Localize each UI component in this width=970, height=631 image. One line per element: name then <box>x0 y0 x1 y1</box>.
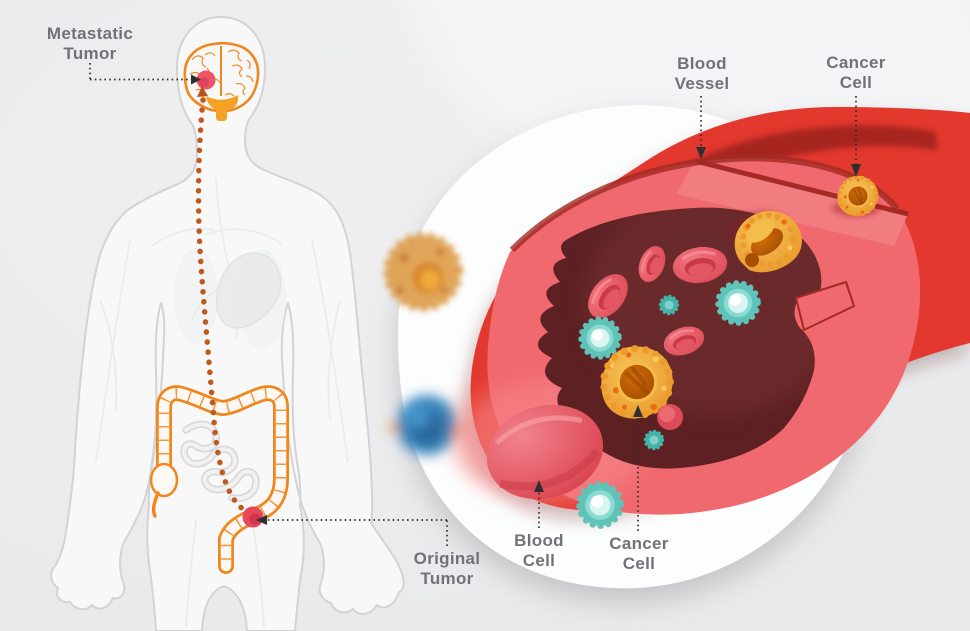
label-line: Cell <box>522 550 556 570</box>
cecum <box>149 462 179 498</box>
brain-outline <box>183 41 260 113</box>
trail-dots <box>195 97 254 518</box>
label-line: Vessel <box>674 73 730 93</box>
blurred-immune-cell <box>388 395 466 455</box>
cells-in-vessel <box>580 210 802 451</box>
label-line: Metastatic <box>46 24 134 43</box>
label-line: Blood <box>514 531 564 550</box>
label-blood-vessel: Blood Vessel <box>675 54 730 93</box>
metastatic-tumor-core <box>199 77 209 87</box>
label-blood-cell: Blood Cell <box>514 531 564 570</box>
label-cancer-cell-bottom: Cancer Cell <box>609 534 668 573</box>
dotted-arrow-left-icon <box>256 515 448 546</box>
platelet-dot <box>643 429 665 451</box>
label-line: Tumor <box>420 568 474 588</box>
dotted-arrow-up-icon <box>534 480 544 528</box>
label-line: Cell <box>839 72 873 92</box>
dotted-arrow-down-icon <box>851 96 861 177</box>
brainstem <box>216 108 227 121</box>
label-original-tumor: Original Tumor <box>414 549 481 588</box>
label-line: Cell <box>622 553 656 573</box>
dotted-arrow-down-icon <box>696 96 706 159</box>
label-connectors <box>89 63 861 546</box>
cancer-cell-extravasating <box>730 210 802 273</box>
cerebellum <box>206 95 239 112</box>
white-blood-cell <box>581 319 619 357</box>
small-intestine-highlight <box>181 422 259 501</box>
brain-illustration <box>183 41 260 121</box>
blurred-cancer-cell <box>383 232 463 312</box>
label-cancer-cell-top: Cancer Cell <box>826 53 885 92</box>
label-line: Original <box>413 549 481 568</box>
platelet-dot <box>658 294 680 316</box>
appendix <box>151 491 160 518</box>
trail-arrow-up <box>197 86 208 97</box>
label-line: Cancer <box>826 53 886 72</box>
label-metastatic-tumor: Metastatic Tumor <box>47 24 133 63</box>
original-tumor-spot <box>242 506 264 528</box>
label-line: Cancer <box>609 534 669 553</box>
faint-heart <box>216 252 282 329</box>
red-blood-cell-small <box>657 404 683 430</box>
wall-step-wedge <box>794 280 856 332</box>
white-blood-cell <box>718 283 758 323</box>
white-blood-cell-outside <box>579 484 621 526</box>
wall-cut-face <box>676 161 908 246</box>
faint-vasculature <box>95 177 349 629</box>
metastasis-dotted-trail-icon <box>195 86 254 518</box>
body-silhouette <box>50 16 405 631</box>
label-line: Blood <box>677 54 727 73</box>
blood-cell-large <box>486 404 604 500</box>
dotted-arrow-up-icon <box>633 405 643 531</box>
label-line: Tumor <box>63 43 117 63</box>
cancer-cell-on-vessel <box>832 171 883 222</box>
dotted-arrow-right-icon <box>89 63 201 85</box>
